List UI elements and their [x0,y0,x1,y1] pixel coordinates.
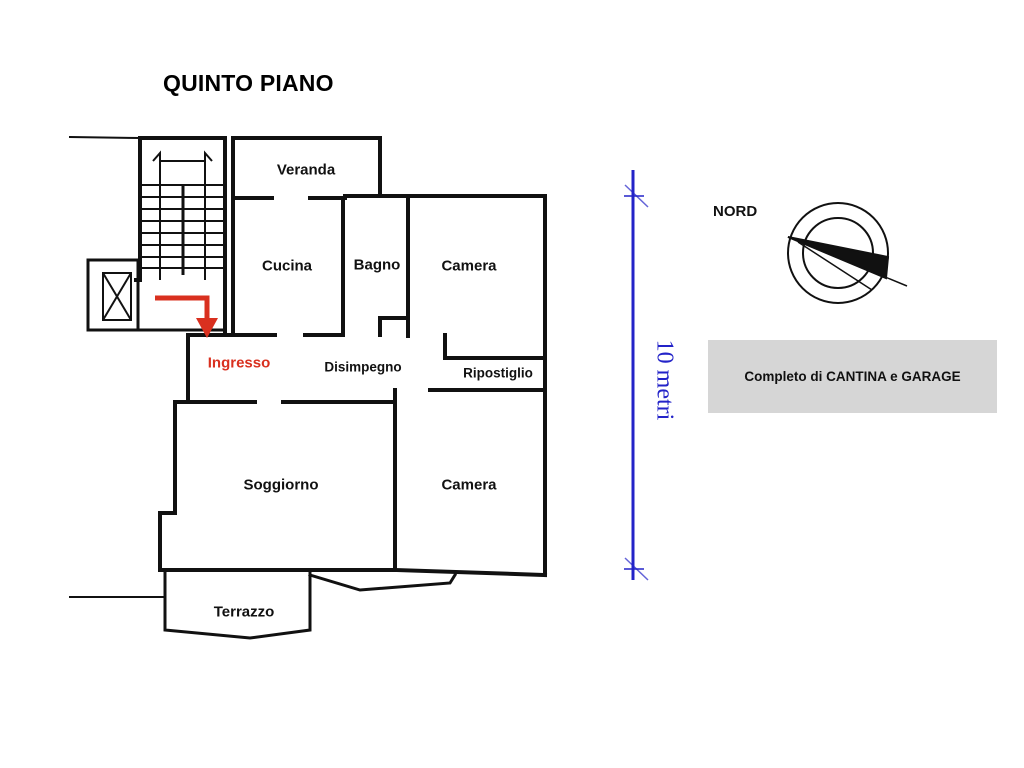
floor-title: QUINTO PIANO [163,70,334,96]
stairs-icon [140,150,225,280]
compass-label: NORD [713,203,758,220]
room-label-camera-bottom: Camera [441,476,497,494]
boundary-line [68,135,142,140]
room-label-camera-top: Camera [441,257,497,275]
wall [158,400,397,572]
note-text: Completo di CANTINA e GARAGE [744,369,961,384]
room-label-ingresso: Ingresso [207,354,271,372]
room-label-cucina: Cucina [261,257,313,275]
room-label-veranda: Veranda [276,161,336,179]
wall [443,333,547,360]
room-label-soggiorno: Soggiorno [243,476,319,494]
entrance-arrow-icon [155,295,218,338]
wall [343,194,547,577]
room-label-ripostiglio: Ripostiglio [463,365,533,381]
scale-label: 10 metri [651,339,678,421]
room-label-bagno: Bagno [353,256,401,274]
note-box: Completo di CANTINA e GARAGE [708,340,997,413]
wall [392,567,548,578]
wall [378,316,410,338]
room-label-terrazzo: Terrazzo [213,603,275,621]
elevator-icon [102,272,132,321]
balcony-wall [308,572,458,592]
scale-bar [624,170,649,581]
terrace-wall [163,568,312,640]
elevator-shaft [86,258,140,332]
room-label-disimpegno: Disimpegno [324,359,402,375]
wall [231,136,382,195]
compass-icon [787,202,908,304]
